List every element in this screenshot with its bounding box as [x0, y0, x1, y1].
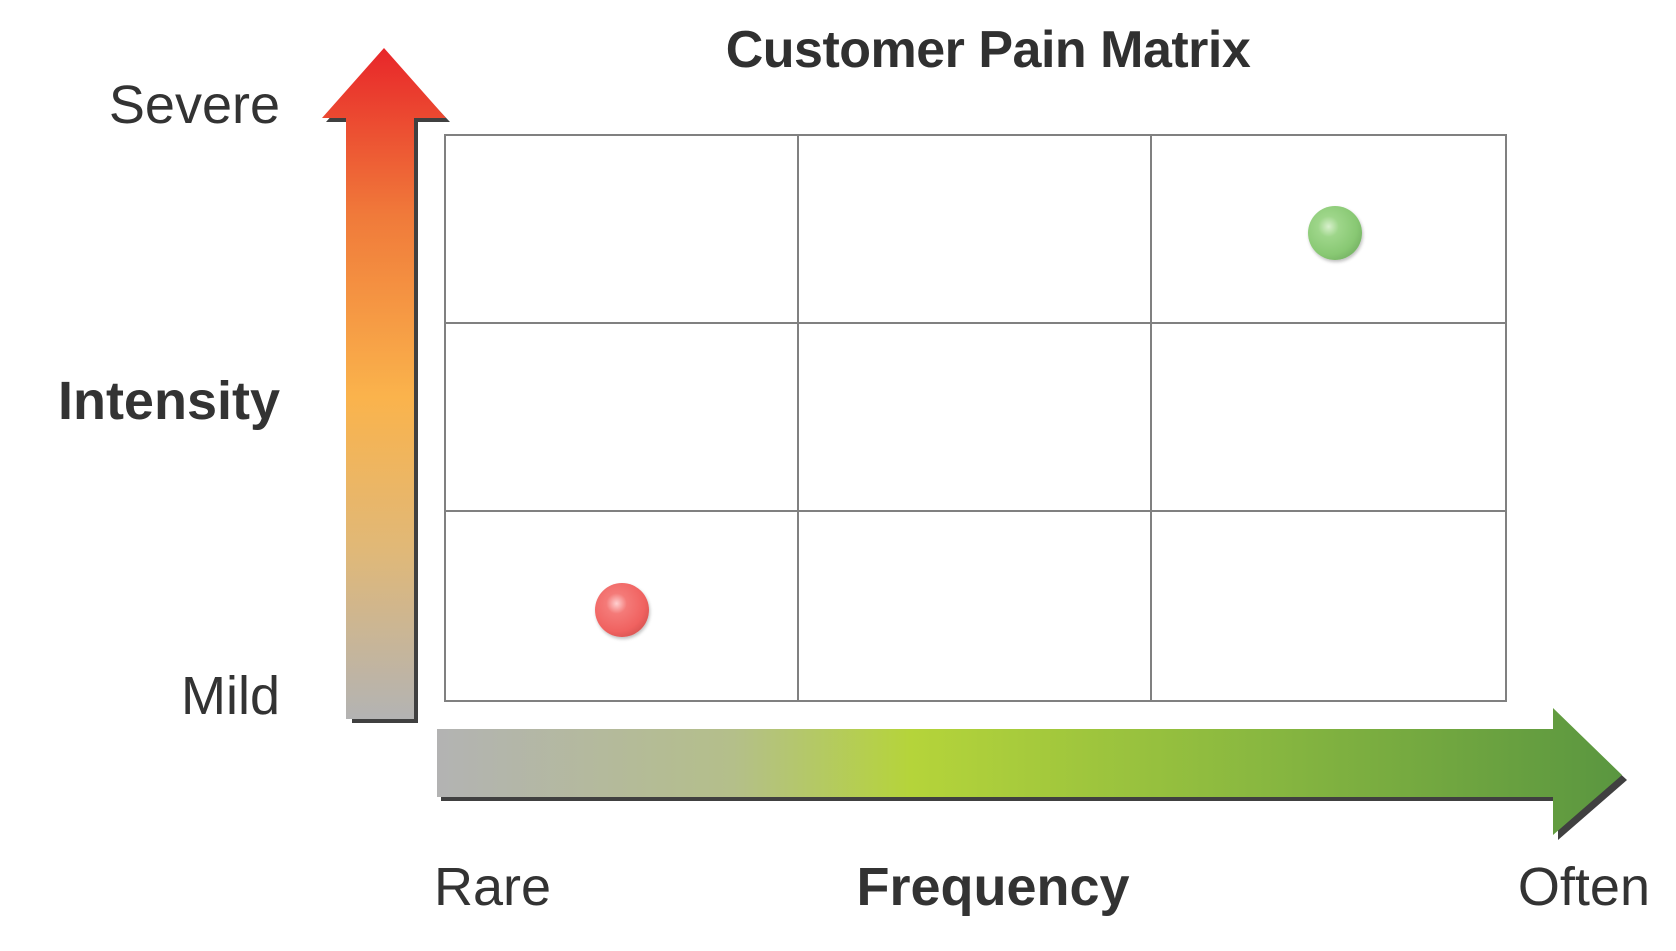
matrix-grid — [444, 134, 1507, 702]
grid-cell — [1152, 324, 1505, 512]
grid-cell — [446, 512, 799, 700]
y-axis-title: Intensity — [57, 371, 280, 431]
x-axis-low-label: Rare — [434, 857, 552, 917]
grid-cell — [1152, 136, 1505, 324]
frequency-arrow-icon — [437, 708, 1627, 840]
grid-cell — [1152, 512, 1505, 700]
grid-cell — [446, 324, 799, 512]
red-point — [595, 583, 649, 637]
y-axis-low-label: Mild — [180, 666, 280, 726]
intensity-arrow-icon — [322, 48, 450, 723]
chart-title: Customer Pain Matrix — [725, 21, 1251, 79]
grid-cell — [799, 324, 1152, 512]
y-axis-high-label: Severe — [108, 75, 280, 135]
grid-cell — [799, 512, 1152, 700]
grid-cell — [446, 136, 799, 324]
x-axis-high-label: Often — [1517, 857, 1650, 917]
grid-cell — [799, 136, 1152, 324]
green-point — [1308, 206, 1362, 260]
x-axis-title: Frequency — [856, 857, 1130, 917]
